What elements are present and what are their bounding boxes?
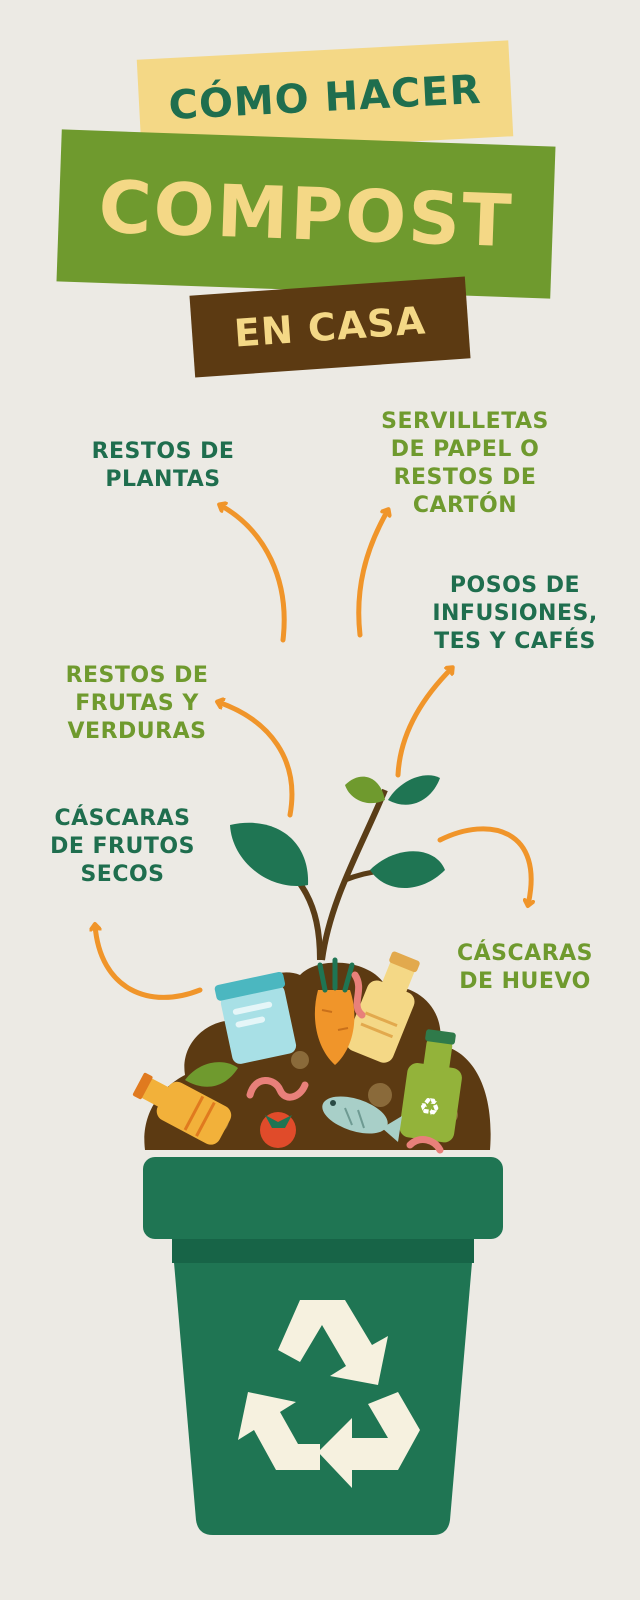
- recycle-bin: [143, 1157, 503, 1535]
- arrow-huevo: [437, 826, 531, 905]
- orange-bottle-icon: [132, 1072, 232, 1145]
- plant-icon: [230, 775, 445, 961]
- arrow-frutas: [218, 702, 295, 818]
- label-posos: POSOS DE INFUSIONES, TES Y CAFÉS: [432, 573, 598, 654]
- fish-icon: [322, 1096, 402, 1142]
- green-bottle-icon: ♻: [399, 1029, 462, 1143]
- recycle-icon: [238, 1300, 420, 1488]
- bottle-icon: [346, 951, 420, 1063]
- label-servilletas: SERVILLETAS DE PAPEL O RESTOS DE CARTÓN: [381, 409, 549, 518]
- carrot-icon: [314, 957, 355, 1065]
- label-cascaras-frutos-secos: CÁSCARAS DE FRUTOS SECOS: [50, 806, 195, 887]
- arrows: [95, 505, 531, 1000]
- svg-text:♻: ♻: [417, 1092, 442, 1123]
- tomato-icon: [260, 1112, 296, 1148]
- arrow-plantas: [220, 505, 287, 643]
- leaf-icon: [185, 1062, 238, 1087]
- jar-icon: [214, 971, 297, 1064]
- arrow-frutos-secos: [95, 925, 203, 1000]
- arrow-servilletas: [356, 510, 388, 638]
- arrow-posos: [395, 668, 452, 778]
- worm-icon: [246, 971, 444, 1154]
- label-restos-plantas: RESTOS DE PLANTAS: [91, 439, 235, 492]
- label-restos-frutas: RESTOS DE FRUTAS Y VERDURAS: [65, 663, 209, 744]
- label-cascaras-huevo: CÁSCARAS DE HUEVO: [457, 941, 593, 994]
